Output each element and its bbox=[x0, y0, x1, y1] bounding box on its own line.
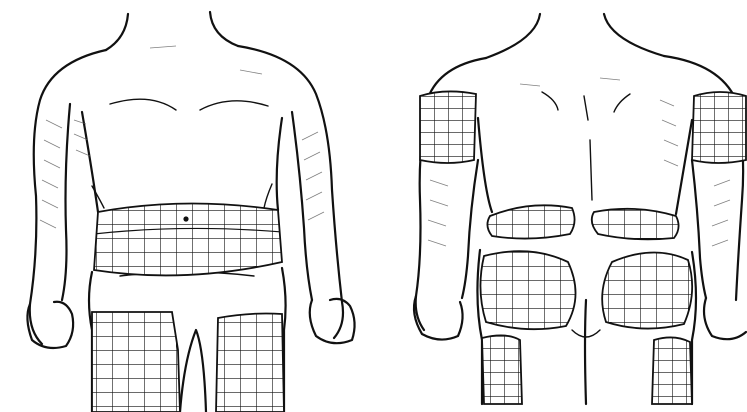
back-left-upper-arm-zone bbox=[414, 86, 480, 168]
back-left-thigh-zone bbox=[478, 330, 526, 408]
front-left-thigh-zone bbox=[92, 312, 184, 412]
back-right-thigh-zone bbox=[648, 332, 696, 408]
navel-marker bbox=[183, 216, 188, 221]
front-abdomen-zone bbox=[90, 196, 290, 286]
front-right-thigh-zone bbox=[214, 312, 286, 412]
back-left-flank-zone bbox=[482, 198, 582, 244]
back-right-flank-zone bbox=[586, 200, 686, 246]
back-right-upper-arm-zone bbox=[688, 86, 747, 168]
back-left-buttock-zone bbox=[474, 242, 590, 338]
back-figure bbox=[414, 14, 746, 404]
back-right-buttock-zone bbox=[594, 242, 702, 338]
